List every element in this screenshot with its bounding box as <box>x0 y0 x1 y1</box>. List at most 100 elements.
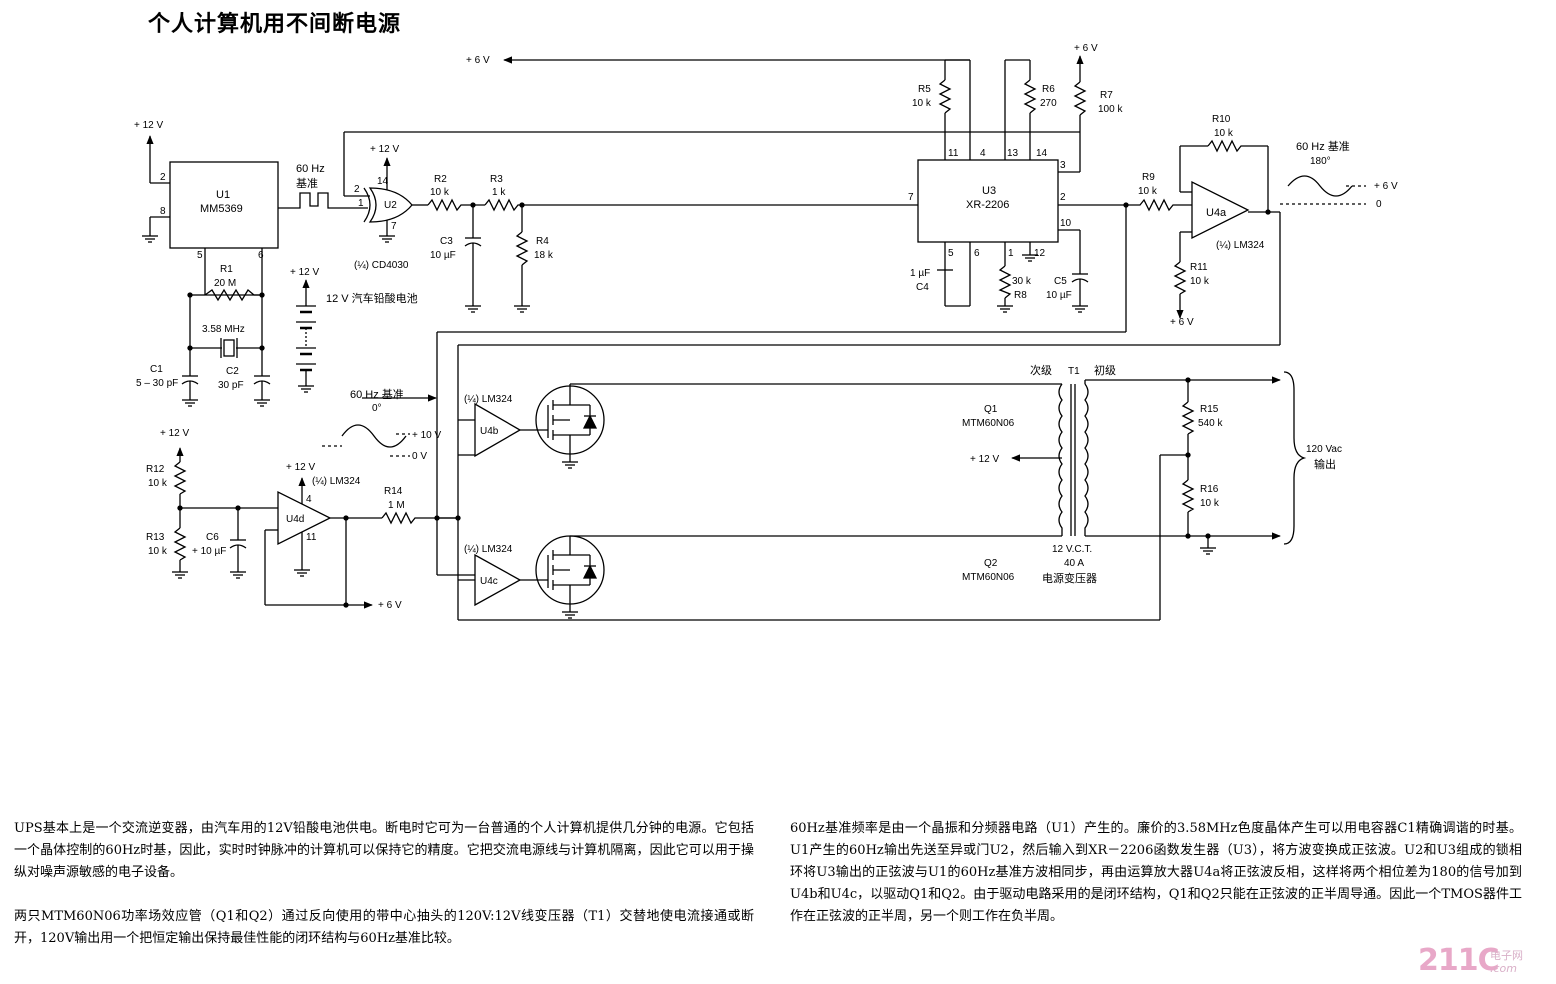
resistor-icon <box>484 198 918 212</box>
resistor-icon <box>938 79 952 114</box>
c4-ref: C4 <box>916 282 929 293</box>
u1-chip <box>169 161 279 249</box>
q1-part: MTM60N06 <box>962 418 1015 429</box>
r10-ref: R10 <box>1212 114 1231 125</box>
sine-wave-icon <box>1287 175 1353 197</box>
r11-value: 10 k <box>1190 276 1210 287</box>
q1-ref: Q1 <box>984 404 998 415</box>
ground-icon <box>997 305 1013 313</box>
ref0-label1: 60 Hz 基准 <box>350 388 404 401</box>
ground-icon <box>379 235 395 243</box>
u2-pin1: 1 <box>358 198 364 209</box>
u4c-part: (¼) LM324 <box>464 543 513 555</box>
u3-pin13: 13 <box>1007 148 1019 159</box>
u4b-part: (¼) LM324 <box>464 393 513 405</box>
r14-ref: R14 <box>384 486 403 497</box>
ground-icon <box>465 305 481 313</box>
rail-6v-top: + 6 V <box>466 55 490 66</box>
r13-value: 10 k <box>148 546 168 557</box>
r14-value: 1 M <box>388 500 405 511</box>
ground-icon <box>142 235 158 243</box>
ref60-label2: 基准 <box>296 177 318 190</box>
r15-value: 540 k <box>1198 418 1223 429</box>
r3-value: 1 k <box>492 187 506 198</box>
c3-ref: C3 <box>440 236 453 247</box>
r6-ref: R6 <box>1042 84 1055 95</box>
u3-pin11: 11 <box>948 148 959 159</box>
u3-chip <box>917 159 1059 243</box>
c3-value: 10 µF <box>430 250 456 261</box>
u2-pin7: 7 <box>391 221 397 232</box>
rail-zero-sine: 0 <box>1376 199 1382 210</box>
ground-icon <box>254 399 270 407</box>
resistor-icon <box>173 461 187 495</box>
u4c-ref: U4c <box>480 576 498 587</box>
r9-value: 10 k <box>1138 186 1158 197</box>
rail-12v-r12: + 12 V <box>160 428 190 439</box>
u3-ref: U3 <box>982 185 996 197</box>
rail-12v-ct: + 12 V <box>970 454 1000 465</box>
brace-icon <box>1283 371 1307 545</box>
resistor-icon <box>1126 198 1192 212</box>
rail-12v-u2: + 12 V <box>370 144 400 155</box>
output-label2: 输出 <box>1314 457 1336 471</box>
u1-pin8: 8 <box>160 206 166 217</box>
resistor-icon <box>427 198 485 212</box>
r12-ref: R12 <box>146 464 165 475</box>
c6-ref: C6 <box>206 532 219 543</box>
resistor-icon <box>1181 479 1195 513</box>
output-label1: 120 Vac <box>1306 444 1342 455</box>
sine-wave-icon <box>341 424 407 448</box>
u1-pin6: 6 <box>258 250 264 261</box>
r8-value: 30 k <box>1012 276 1032 287</box>
c6-value: + 10 µF <box>192 546 226 557</box>
r9-ref: R9 <box>1142 172 1155 183</box>
u4d-pin11: 11 <box>306 532 317 543</box>
op-amp-icon <box>277 490 332 546</box>
rail-6v-u4d: + 6 V <box>378 600 402 611</box>
r2-ref: R2 <box>434 174 447 185</box>
r11-ref: R11 <box>1190 262 1208 273</box>
u4a-part: (¼) LM324 <box>1216 239 1265 251</box>
t1-rating1: 12 V.C.T. <box>1052 544 1092 555</box>
t1-ref: T1 <box>1068 366 1080 377</box>
u4a-ref: U4a <box>1206 207 1227 219</box>
ref0-label2: 0° <box>372 403 382 414</box>
u2-pin2: 2 <box>354 184 360 195</box>
op-amp-icon <box>474 553 522 607</box>
rail-10v-sine: + 10 V <box>412 430 442 441</box>
ref180-label1: 60 Hz 基准 <box>1296 140 1350 153</box>
u3-pin1: 1 <box>1008 248 1014 259</box>
r7-ref: R7 <box>1100 90 1113 101</box>
r1-ref: R1 <box>220 264 233 275</box>
ref180-label2: 180° <box>1310 156 1331 167</box>
rail-12v-u4d: + 12 V <box>286 462 316 473</box>
t1-rating2: 40 A <box>1064 558 1084 569</box>
u2-pin14: 14 <box>377 176 389 187</box>
r16-value: 10 k <box>1200 498 1220 509</box>
u3-pin2: 2 <box>1060 192 1066 203</box>
r13-ref: R13 <box>146 532 165 543</box>
c2-ref: C2 <box>226 366 239 377</box>
ground-icon <box>294 569 310 577</box>
u3-pin4: 4 <box>980 148 986 159</box>
t1-name: 电源变压器 <box>1042 571 1097 585</box>
u2-ref: U2 <box>384 200 397 211</box>
r16-ref: R16 <box>1200 484 1219 495</box>
u3-pin14: 14 <box>1036 148 1048 159</box>
q2-part: MTM60N06 <box>962 572 1015 583</box>
r3-ref: R3 <box>490 174 503 185</box>
description-paragraph-1: UPS基本上是一个交流逆变器，由汽车用的12V铅酸电池供电。断电时它可为一台普通… <box>14 821 754 880</box>
crystal-icon <box>223 339 235 357</box>
u1-part: MM5369 <box>200 203 243 215</box>
resistor-icon <box>1073 81 1087 116</box>
u3-pin6: 6 <box>974 248 980 259</box>
u4d-ref: U4d <box>286 514 304 525</box>
ground-icon <box>298 385 314 393</box>
description-paragraph-3: 60Hz基准频率是由一个晶振和分频器电路（U1）产生的。廉价的3.58MHz色度… <box>790 821 1522 924</box>
t1-secondary: 次级 <box>1030 363 1052 377</box>
resistor-icon <box>1207 139 1268 153</box>
resistor-icon <box>998 265 1012 299</box>
op-amp-icon <box>474 402 522 458</box>
description-paragraph-2: 两只MTM60N06功率场效应管（Q1和Q2）通过反向使用的带中心抽头的120V… <box>14 909 754 946</box>
